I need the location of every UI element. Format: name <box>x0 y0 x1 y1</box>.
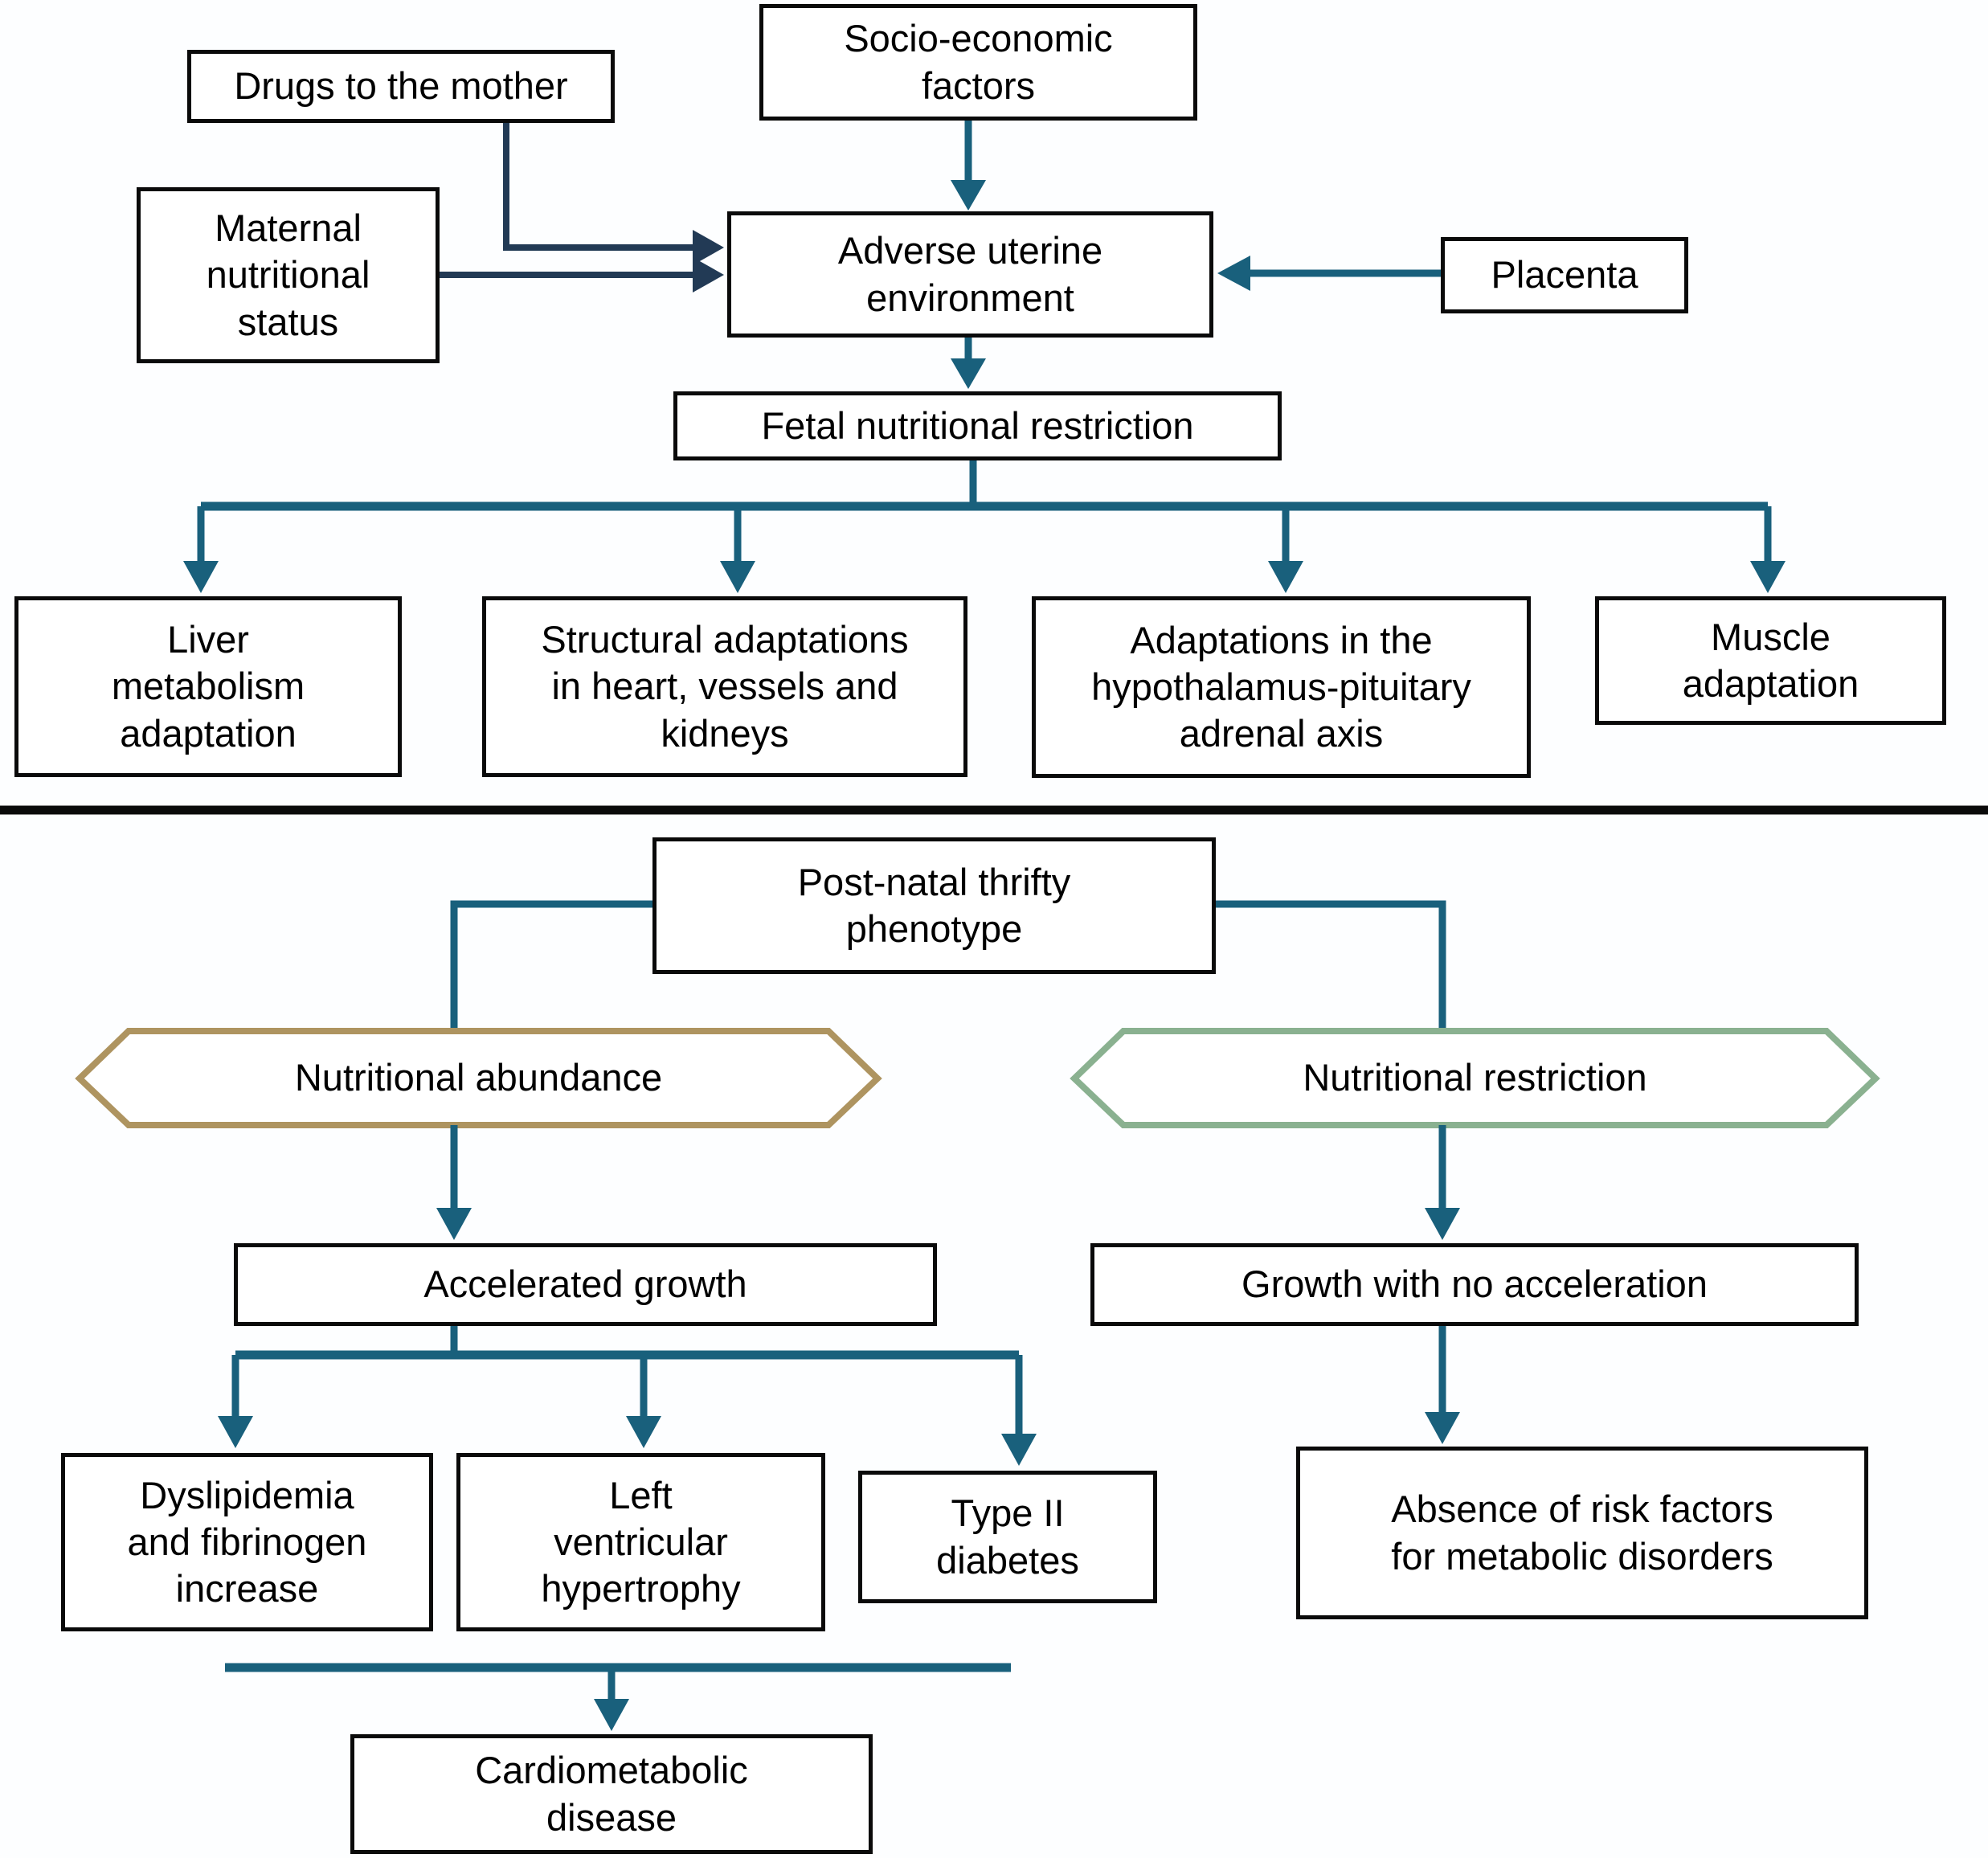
connector-adverse-to-fetal <box>951 338 986 389</box>
arrowhead-down-icon <box>218 1416 253 1448</box>
connector-restriction-to-noaccel <box>1425 1125 1460 1240</box>
arrowhead-right-icon <box>693 230 724 265</box>
connector-abundance-to-accelerated <box>436 1125 472 1240</box>
node-type-ii-diabetes: Type II diabetes <box>858 1471 1157 1603</box>
arrowhead-down-icon <box>951 358 986 389</box>
connector-fetal-to-branch <box>201 460 1768 511</box>
connector-postnatal-to-restriction <box>1216 900 1446 1037</box>
node-muscle-adaptation: Muscle adaptation <box>1595 596 1946 725</box>
arrowhead-down-icon <box>1425 1208 1460 1240</box>
node-absence-risk-factors: Absence of risk factors for metabolic di… <box>1296 1447 1868 1619</box>
connector-maternal-to-adverse <box>440 257 724 293</box>
arrowhead-down-icon <box>626 1416 661 1448</box>
node-structural-adaptations: Structural adaptations in heart, vessels… <box>482 596 967 777</box>
arrowhead-down-icon <box>436 1208 472 1240</box>
branch-drop-muscle <box>1750 506 1786 593</box>
node-hpa-adaptations: Adaptations in the hypothalamus-pituitar… <box>1032 596 1531 778</box>
arrowhead-down-icon <box>594 1699 629 1731</box>
connector-socio-to-adverse <box>951 121 986 211</box>
node-cardiometabolic-disease: Cardiometabolic disease <box>350 1734 873 1854</box>
hexagon-nutritional-restriction <box>1070 1028 1880 1128</box>
connector-noaccel-to-absence <box>1425 1326 1460 1444</box>
arrowhead-down-icon <box>720 561 755 593</box>
node-drugs-to-the-mother: Drugs to the mother <box>187 50 615 123</box>
node-liver-metabolism-adaptation: Liver metabolism adaptation <box>14 596 402 777</box>
node-left-ventricular-hypertrophy: Left ventricular hypertrophy <box>456 1453 825 1631</box>
connector-drugs-to-adverse <box>503 123 724 265</box>
node-dyslipidemia-fibrinogen: Dyslipidemia and fibrinogen increase <box>61 1453 433 1631</box>
branch-drop-dyslipidemia <box>218 1355 253 1448</box>
node-growth-no-acceleration: Growth with no acceleration <box>1090 1243 1859 1326</box>
branch-drop-type2 <box>1001 1355 1037 1466</box>
node-placenta: Placenta <box>1441 237 1688 313</box>
branch-drop-lvh <box>626 1355 661 1448</box>
arrowhead-down-icon <box>1425 1412 1460 1444</box>
connector-line <box>503 123 694 251</box>
node-adverse-uterine-environment: Adverse uterine environment <box>727 211 1213 338</box>
connector-line <box>1216 900 1446 1037</box>
node-socio-economic-factors: Socio-economic factors <box>759 4 1197 121</box>
branch-drop-structural <box>720 506 755 593</box>
branch-drop-hpa <box>1268 506 1303 593</box>
arrowhead-down-icon <box>183 561 219 593</box>
connector-accelerated-to-branch <box>235 1326 1019 1360</box>
node-accelerated-growth: Accelerated growth <box>234 1243 937 1326</box>
connector-merge-to-cardio <box>225 1663 1011 1731</box>
connector-line <box>450 900 652 1037</box>
node-postnatal-thrifty-phenotype: Post-natal thrifty phenotype <box>652 837 1216 974</box>
arrowhead-down-icon <box>1268 561 1303 593</box>
arrowhead-down-icon <box>1001 1434 1037 1466</box>
arrowhead-down-icon <box>951 180 986 211</box>
node-nutritional-restriction: Nutritional restriction <box>1303 1056 1647 1099</box>
arrowhead-down-icon <box>1750 561 1786 593</box>
node-fetal-nutritional-restriction: Fetal nutritional restriction <box>673 391 1282 460</box>
arrowhead-right-icon <box>693 257 724 293</box>
connector-postnatal-to-abundance <box>450 900 652 1037</box>
branch-drop-liver <box>183 506 219 593</box>
arrowhead-left-icon <box>1217 256 1250 291</box>
node-maternal-nutritional-status: Maternal nutritional status <box>137 187 440 363</box>
connector-placenta-to-adverse <box>1217 256 1441 291</box>
hexagon-nutritional-abundance <box>75 1028 882 1128</box>
node-nutritional-abundance: Nutritional abundance <box>294 1056 663 1099</box>
